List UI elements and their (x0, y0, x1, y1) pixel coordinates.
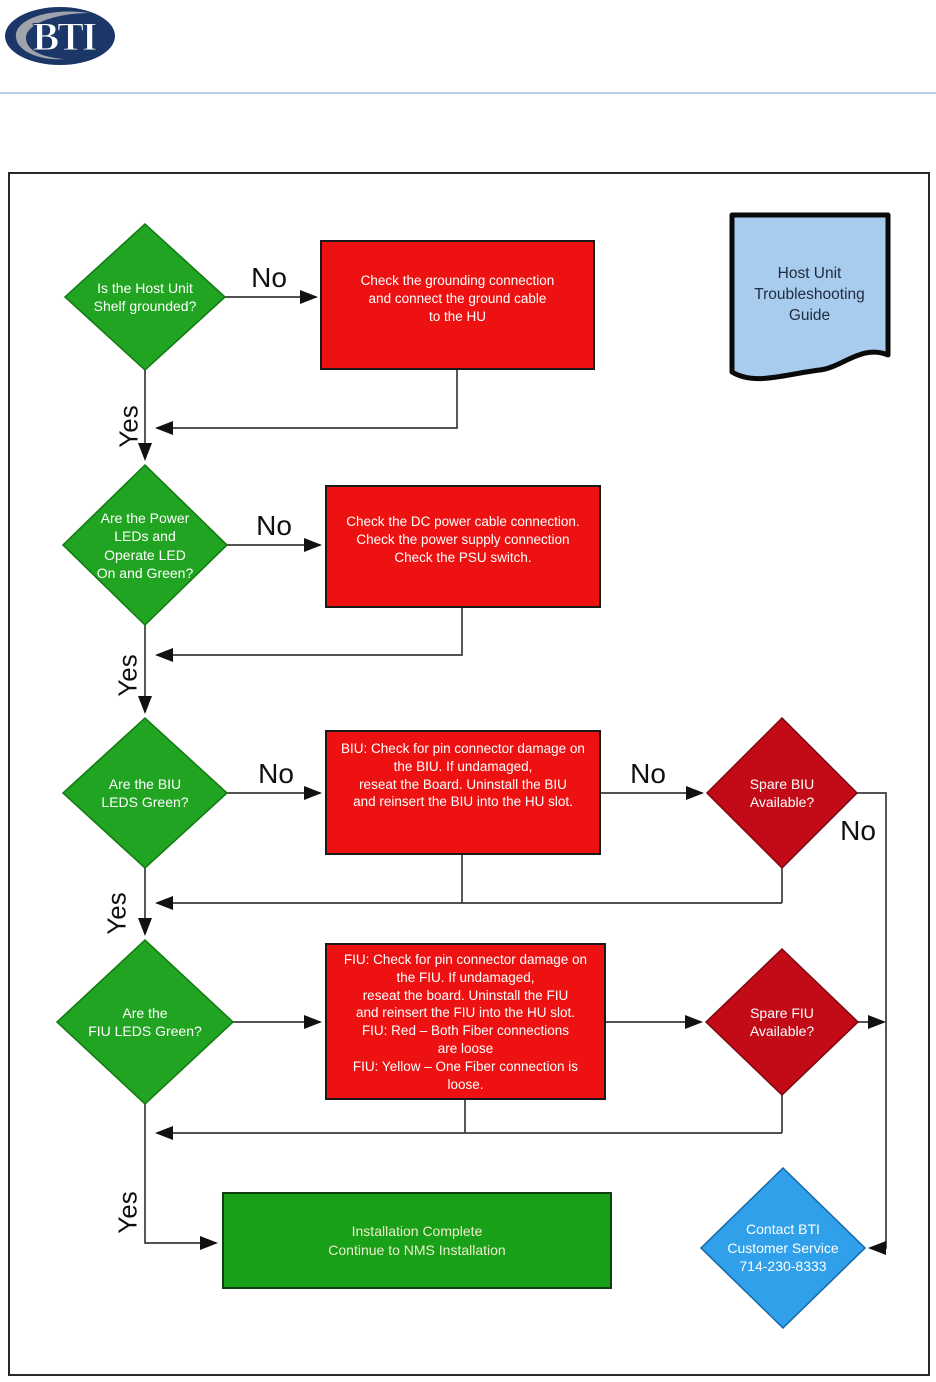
edge-label-yes-4: Yes (112, 1191, 143, 1234)
logo-swoosh (15, 11, 90, 60)
decision-biu-leds-text: Are the BIU LEDS Green? (101, 775, 189, 810)
edge-label-yes-1: Yes (113, 405, 144, 448)
letterhead-rule (0, 92, 936, 94)
edge-d4-yes-complete (144, 1104, 218, 1250)
decision-host-grounded-text: Is the Host Unit Shelf grounded? (93, 279, 197, 314)
flowchart-border (8, 172, 930, 1376)
document-title-shape (729, 212, 891, 381)
terminal-installation-complete-box (222, 1192, 612, 1289)
decision-spare-fiu (704, 947, 860, 1097)
action-check-dc-power-text: Check the DC power cable connection. Che… (346, 514, 580, 565)
edge-label-no-5: No (840, 815, 876, 846)
action-check-dc-power-box (325, 485, 601, 608)
edge-label-no-4: No (630, 758, 666, 789)
action-check-biu-text: BIU: Check for pin connector damage on t… (341, 741, 585, 810)
action-check-fiu-text: FIU: Check for pin connector damage on t… (343, 952, 588, 1092)
action-check-grounding-text: Check the grounding connection and conne… (360, 273, 555, 324)
decision-power-leds-text: Are the Power LEDs and Operate LED On an… (96, 509, 194, 581)
logo-text: BTI (33, 14, 97, 59)
terminal-contact-bti-text: Contact BTI Customer Service 714-230-833… (727, 1221, 839, 1275)
edge-label-yes-2: Yes (112, 654, 143, 697)
decision-host-grounded (63, 222, 227, 372)
terminal-installation-complete-text: Installation Complete Continue to NMS In… (328, 1223, 506, 1258)
action-check-biu-box (325, 730, 601, 855)
edge-label-yes-3: Yes (101, 892, 132, 935)
decision-power-leds (61, 463, 229, 627)
decision-spare-biu-text: Spare BIU Available? (749, 775, 815, 810)
decision-fiu-leds-text: Are the FIU LEDS Green? (88, 1004, 202, 1039)
edge-sparebiu-contact (857, 792, 887, 1255)
decision-fiu-leds (55, 938, 235, 1106)
edge-label-no-1: No (251, 262, 287, 293)
edge-label-no-2: No (256, 510, 292, 541)
action-check-fiu-box (325, 943, 606, 1100)
decision-spare-biu (705, 716, 859, 870)
bti-logo: BTI (5, 7, 115, 65)
terminal-contact-bti (699, 1166, 867, 1330)
edge-b2-return (155, 608, 463, 662)
action-check-grounding-box (320, 240, 595, 370)
decision-biu-leds (61, 716, 229, 870)
edge-label-no-3: No (258, 758, 294, 789)
document-title-text: Host Unit Troubleshooting Guide (754, 265, 865, 324)
decision-spare-fiu-text: Spare FIU Available? (749, 1004, 815, 1039)
edge-b1-return (155, 370, 458, 435)
